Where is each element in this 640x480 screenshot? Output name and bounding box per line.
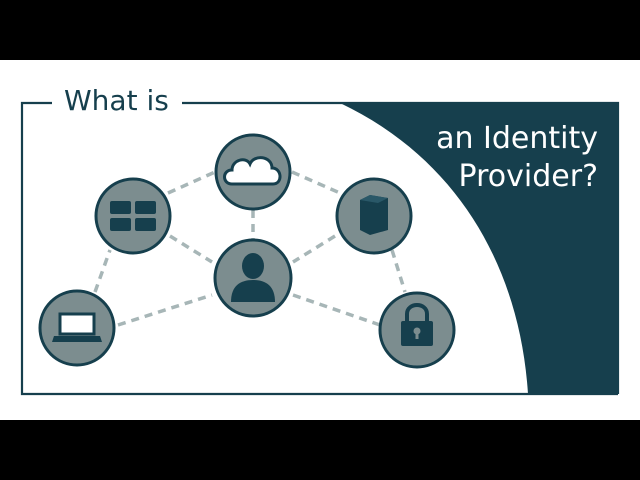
- title-what-is: What is: [64, 84, 169, 117]
- laptop-icon: [52, 312, 102, 342]
- user-icon: [231, 253, 275, 302]
- database-icon: [360, 195, 388, 235]
- title-panel: [340, 103, 618, 394]
- node-lock: [378, 291, 456, 369]
- cloud-icon: [223, 156, 282, 186]
- node-grid: [94, 177, 172, 255]
- connectors: [93, 170, 407, 327]
- top-letterbox: [0, 0, 640, 60]
- node-user: [213, 238, 293, 318]
- bottom-letterbox: [0, 420, 640, 480]
- title-an-identity: an Identity: [436, 121, 598, 156]
- lock-icon: [401, 303, 433, 346]
- node-laptop: [38, 289, 116, 367]
- node-cloud: [214, 133, 292, 211]
- grid-icon: [110, 201, 156, 231]
- node-database: [335, 177, 413, 255]
- title-provider: Provider?: [459, 159, 598, 194]
